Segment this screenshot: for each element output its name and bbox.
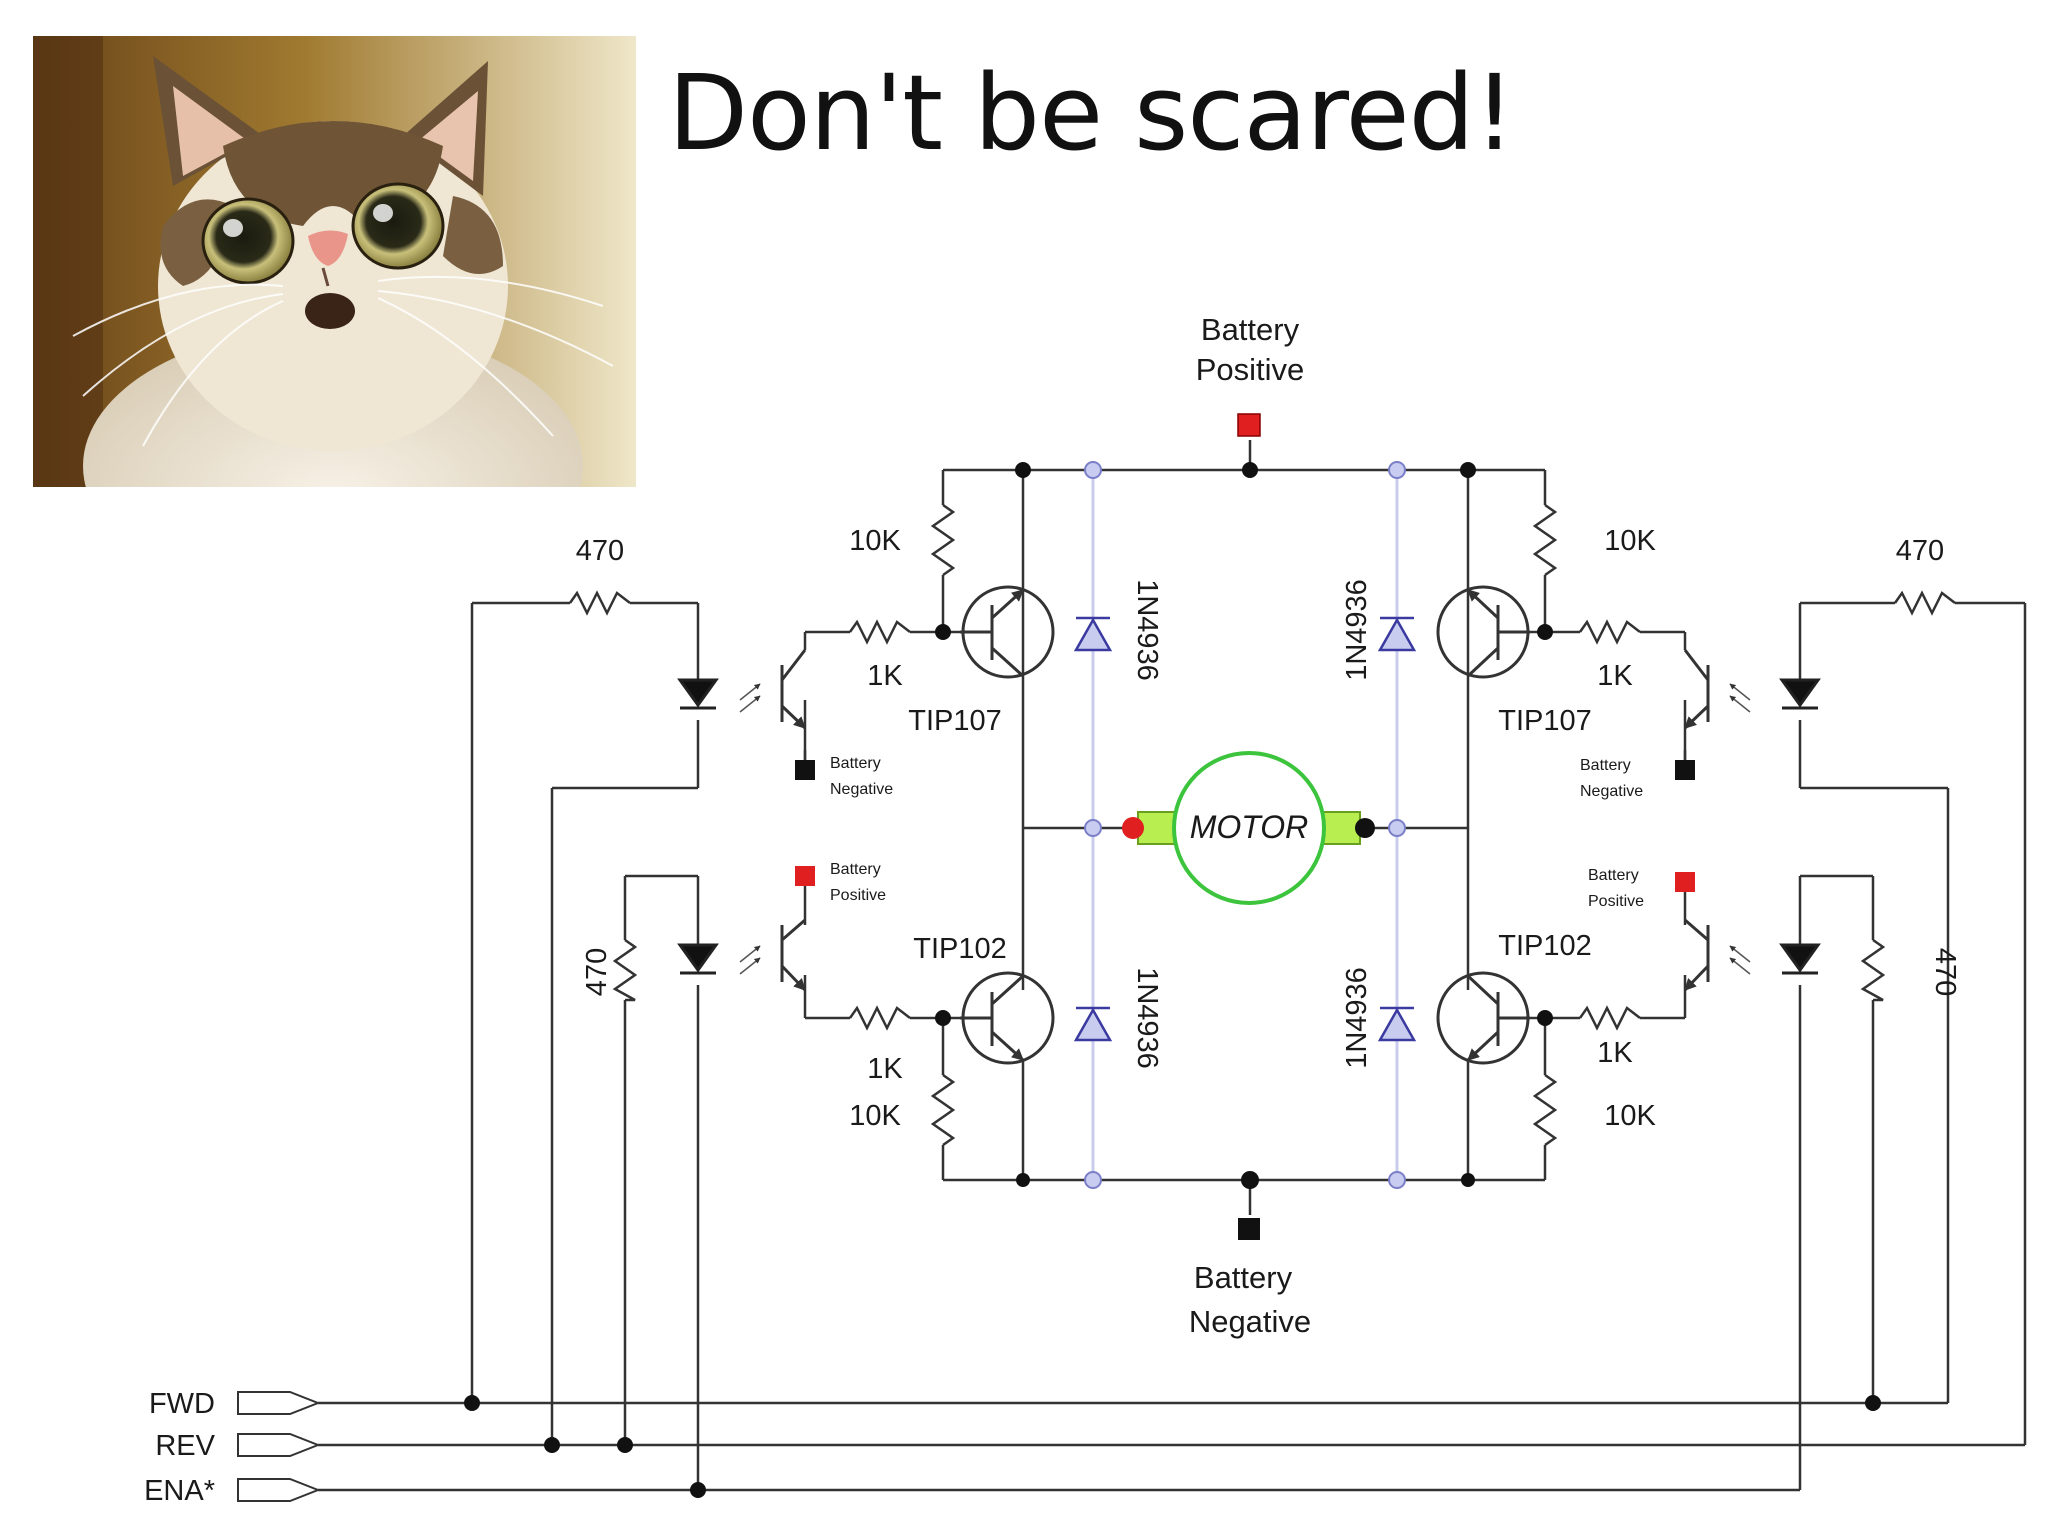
- top-rail-label-2: Positive: [1196, 352, 1305, 387]
- opto-ll-positive-terminal: [795, 866, 815, 886]
- labels: Battery Positive Battery Negative 470 10…: [144, 312, 1961, 1507]
- lr-opto-label-2: Positive: [1588, 893, 1644, 910]
- resistors: [568, 503, 1956, 1147]
- fwd-connector: [237, 1391, 321, 1415]
- ul-opto-label-2: Negative: [830, 781, 893, 798]
- diode-label-ur: 1N4936: [1341, 579, 1373, 681]
- top-rail-label-1: Battery: [1201, 312, 1300, 347]
- input-label-fwd: FWD: [149, 1388, 215, 1420]
- battery-positive-terminal-top: [1237, 413, 1261, 437]
- input-label-ena: ENA*: [144, 1475, 215, 1507]
- ur-pull-resistor: 10K: [1604, 525, 1656, 557]
- flyback-diodes: [1073, 616, 1417, 1042]
- bottom-rail-label-1: Battery: [1194, 1260, 1293, 1295]
- input-label-rev: REV: [155, 1430, 215, 1462]
- ll-pull-resistor: 10K: [849, 1100, 901, 1132]
- opto-ul-negative-terminal: [795, 760, 815, 780]
- ur-opto-resistor: 470: [1896, 535, 1944, 567]
- power-terminals: [795, 413, 1695, 1240]
- diode-label-ul: 1N4936: [1131, 579, 1163, 681]
- ur-base-resistor: 1K: [1597, 660, 1633, 692]
- input-connectors: [237, 1391, 321, 1502]
- battery-negative-terminal-bottom: [1238, 1218, 1260, 1240]
- slide-title: Don't be scared!: [668, 52, 1515, 174]
- power-transistors: [960, 585, 1530, 1065]
- ul-opto-label-1: Battery: [830, 755, 881, 772]
- lr-opto-label-1: Battery: [1588, 867, 1639, 884]
- lr-base-resistor: 1K: [1597, 1037, 1633, 1069]
- rev-connector: [237, 1433, 321, 1457]
- motor: MOTOR: [1122, 751, 1375, 905]
- lr-pull-resistor: 10K: [1604, 1100, 1656, 1132]
- ul-opto-resistor: 470: [576, 535, 624, 567]
- ll-opto-resistor: 470: [581, 948, 613, 996]
- motor-label: MOTOR: [1190, 809, 1309, 845]
- diode-label-lr: 1N4936: [1341, 967, 1373, 1069]
- open-nodes: [1084, 461, 1406, 1189]
- ul-transistor: TIP107: [908, 705, 1002, 737]
- scared-cat-photo: [33, 36, 636, 487]
- opto-leds: [677, 678, 1821, 975]
- ur-transistor: TIP107: [1498, 705, 1592, 737]
- ul-base-resistor: 1K: [867, 660, 903, 692]
- lr-opto-resistor: 470: [1929, 948, 1961, 996]
- opto-transistors: [780, 649, 1710, 992]
- ll-base-resistor: 1K: [867, 1053, 903, 1085]
- scared-cat-icon: [33, 36, 636, 487]
- ul-pull-resistor: 10K: [849, 525, 901, 557]
- wires: [318, 440, 2027, 1492]
- ena-connector: [237, 1478, 321, 1502]
- light-arrows: [739, 683, 1751, 975]
- lr-transistor: TIP102: [1498, 930, 1592, 962]
- opto-lr-positive-terminal: [1675, 872, 1695, 892]
- ur-opto-label-1: Battery: [1580, 757, 1631, 774]
- bottom-rail-label-2: Negative: [1189, 1304, 1311, 1339]
- ur-opto-label-2: Negative: [1580, 783, 1643, 800]
- ll-transistor: TIP102: [913, 933, 1007, 965]
- ll-opto-label-2: Positive: [830, 887, 886, 904]
- ll-opto-label-1: Battery: [830, 861, 881, 878]
- opto-ur-negative-terminal: [1675, 760, 1695, 780]
- diode-label-ll: 1N4936: [1131, 967, 1163, 1069]
- junction-nodes: [464, 462, 1881, 1498]
